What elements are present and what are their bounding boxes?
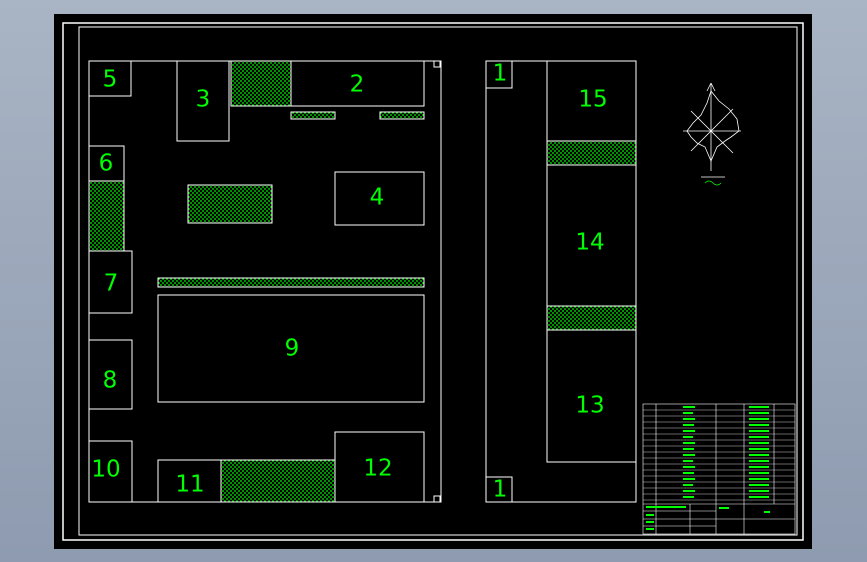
room-10[interactable]: 10 (88, 440, 133, 503)
room-15[interactable]: 15 (546, 60, 637, 142)
room-12-label: 12 (363, 456, 392, 482)
room-15-label: 15 (578, 87, 607, 113)
hatched-area-top (230, 60, 292, 107)
cad-drawing-viewport[interactable]: 5 3 2 6 4 7 9 8 10 (54, 14, 812, 549)
drawing-inner-border (78, 26, 798, 536)
room-8[interactable]: 8 (88, 339, 133, 410)
room-8-label: 8 (103, 368, 118, 394)
room-1-bottom-label: 1 (493, 477, 508, 503)
room-1-bottom[interactable]: 1 (485, 476, 513, 503)
hatched-strip-14 (546, 305, 637, 331)
boundary-marker-tr (433, 60, 441, 68)
room-10-label: 10 (91, 457, 120, 483)
drawing-outer-border (62, 22, 804, 541)
room-3[interactable]: 3 (176, 60, 230, 142)
room-11[interactable]: 11 (157, 459, 222, 503)
hatched-strip-long (157, 277, 425, 288)
room-5-label: 5 (103, 67, 118, 93)
room-13-label: 13 (575, 393, 604, 419)
room-6-label: 6 (99, 151, 114, 177)
room-7[interactable]: 7 (88, 250, 133, 314)
room-6[interactable]: 6 (88, 145, 125, 182)
room-5[interactable]: 5 (88, 60, 132, 97)
boundary-marker-br (433, 495, 441, 503)
room-9-label: 9 (285, 336, 300, 362)
room-4[interactable]: 4 (334, 171, 425, 226)
wind-rose-icon (683, 82, 741, 186)
hatched-area-center (187, 184, 273, 224)
room-13[interactable]: 13 (546, 329, 637, 463)
room-14[interactable]: 14 (546, 164, 637, 307)
room-1-top[interactable]: 1 (485, 60, 513, 89)
title-block-table (642, 403, 796, 535)
floor-plan-drawing: 5 3 2 6 4 7 9 8 10 (62, 22, 804, 541)
hatched-strip-2a (290, 111, 336, 120)
room-12[interactable]: 12 (334, 431, 425, 503)
title-block-text-marks (646, 406, 770, 530)
right-site-boundary (485, 60, 637, 503)
hatched-area-left (88, 180, 125, 252)
room-9[interactable]: 9 (157, 294, 425, 403)
room-1-top-label: 1 (493, 61, 508, 87)
hatched-area-bottom (220, 459, 336, 503)
room-7-label: 7 (104, 271, 119, 297)
room-2[interactable]: 2 (290, 60, 425, 107)
room-3-label: 3 (196, 87, 211, 113)
room-2-label: 2 (350, 72, 365, 98)
title-block-rows (643, 409, 795, 501)
hatched-strip-15 (546, 140, 637, 166)
room-4-label: 4 (370, 185, 385, 211)
room-11-label: 11 (175, 472, 204, 498)
hatched-strip-2b (379, 111, 425, 120)
room-14-label: 14 (575, 230, 604, 256)
